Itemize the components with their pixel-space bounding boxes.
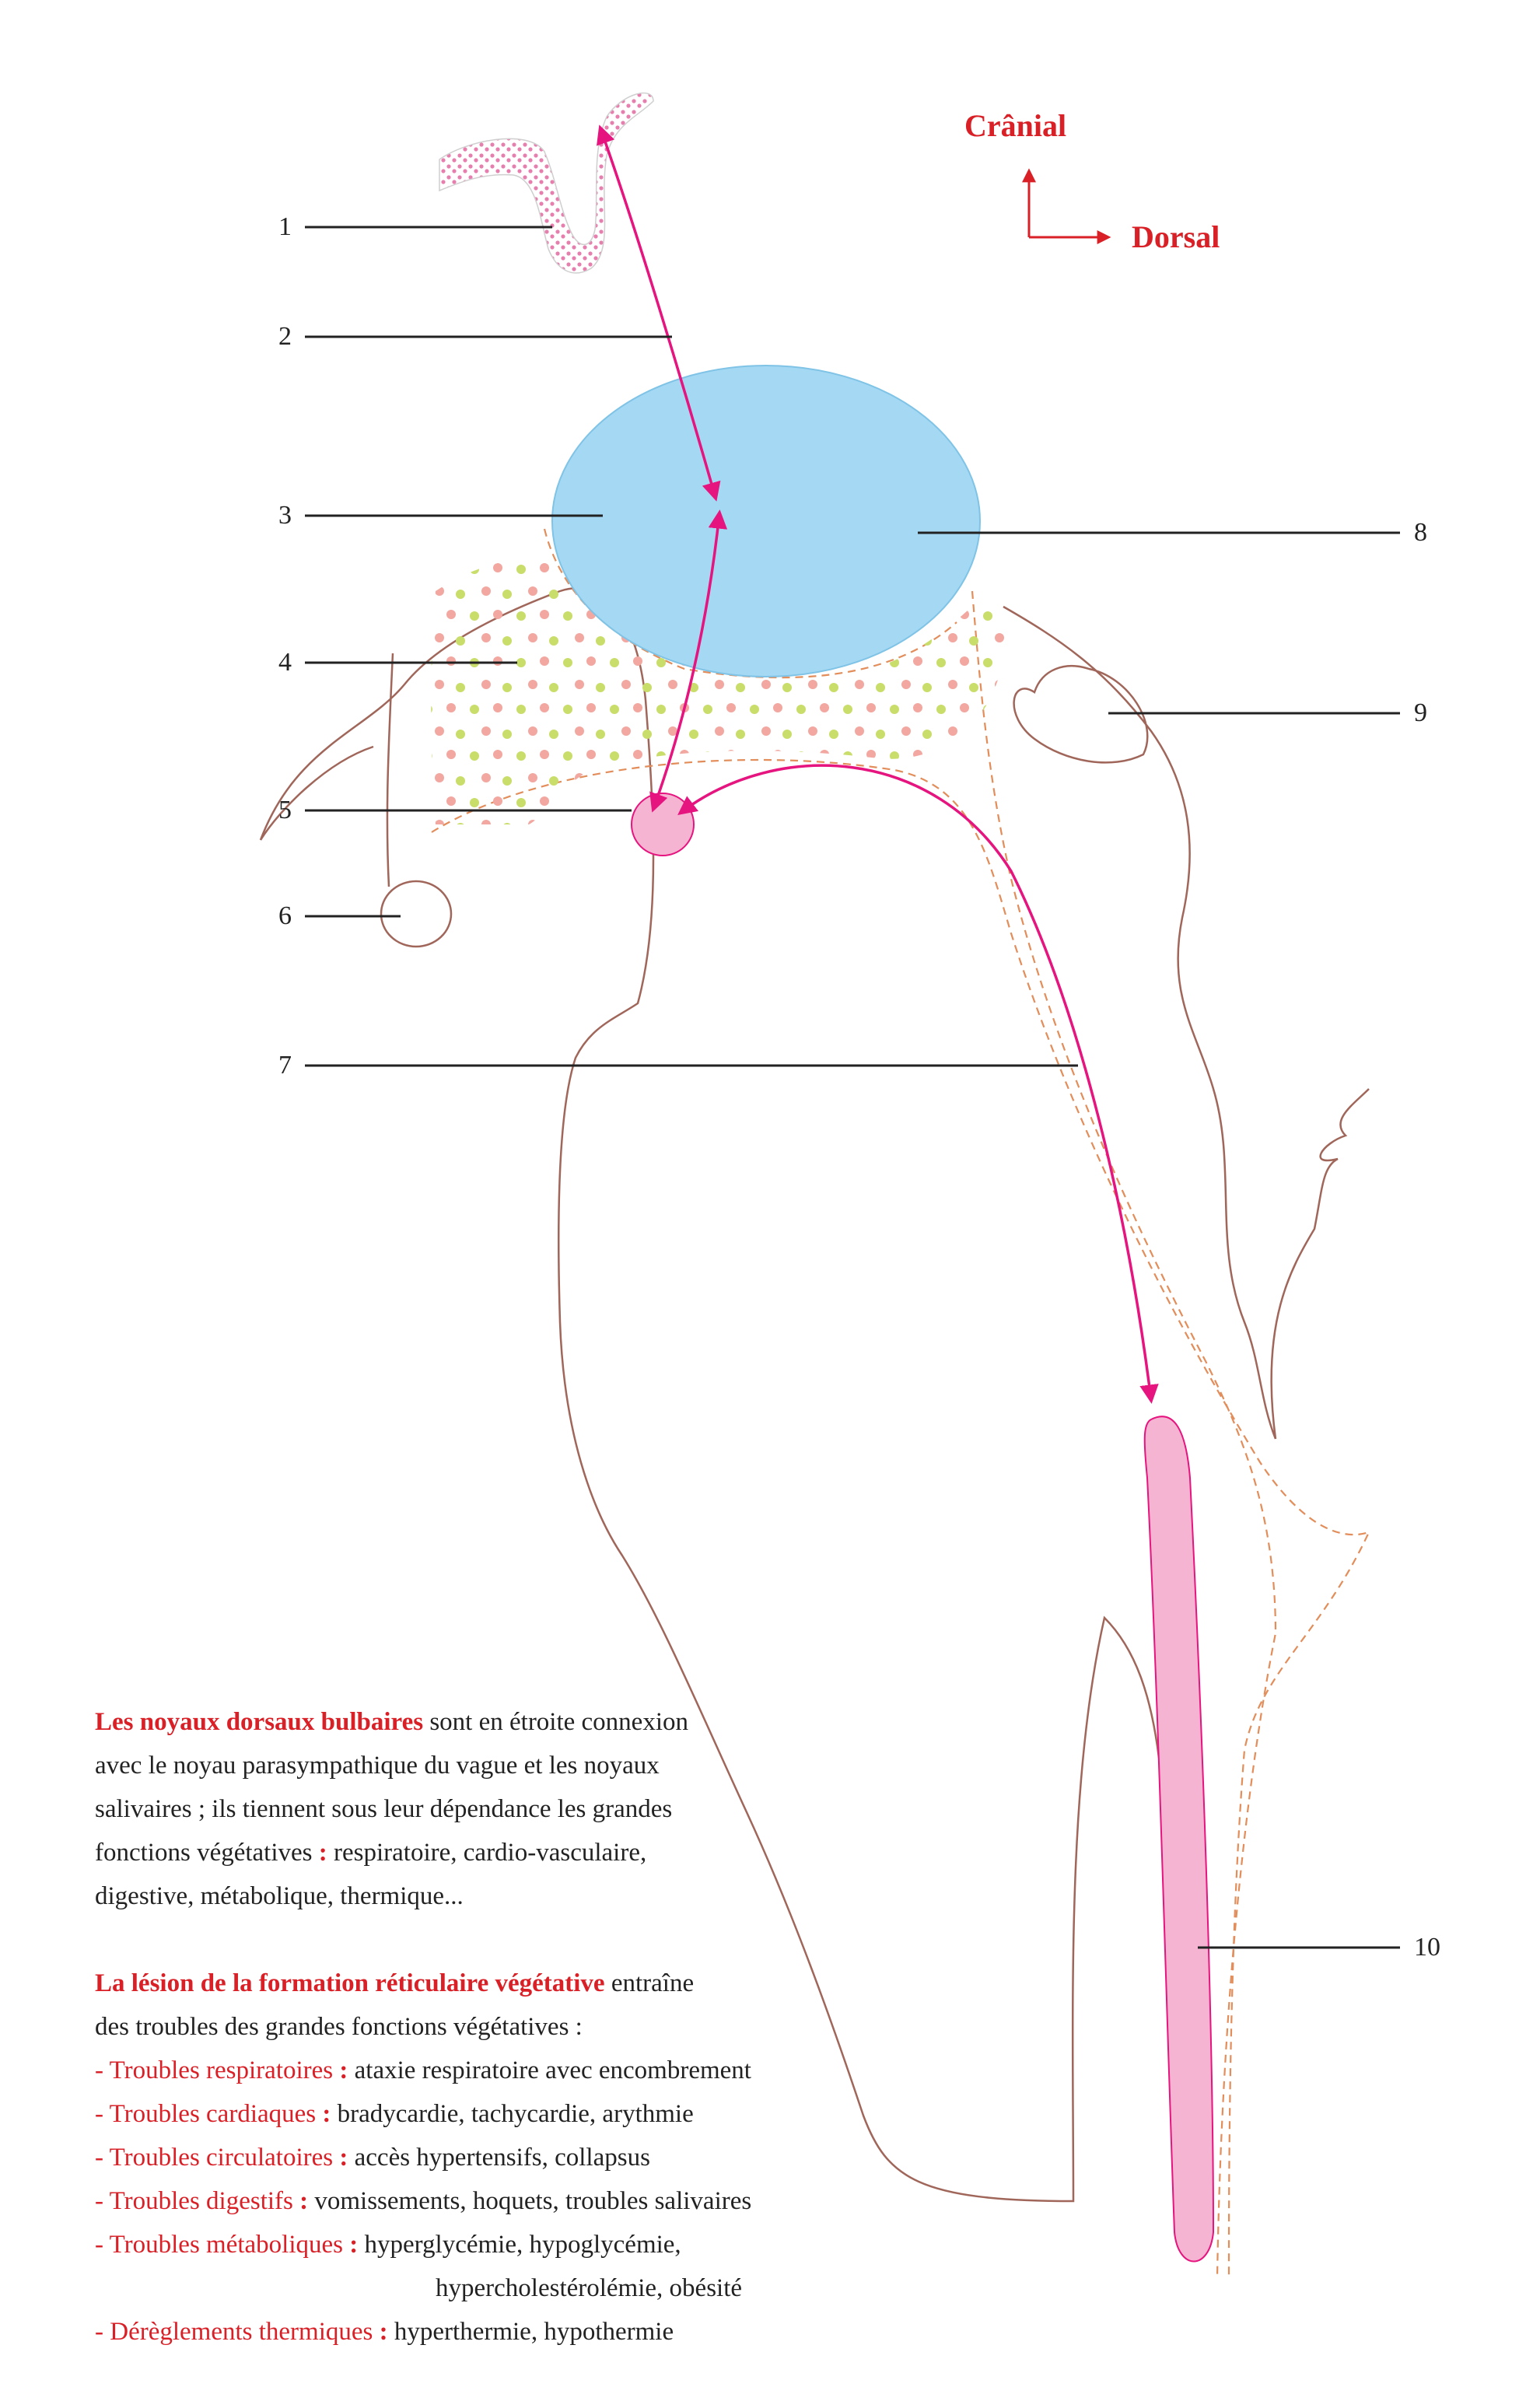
cranial-label: Crânial <box>964 108 1066 143</box>
trouble-item-continuation: hypercholestérolémie, obésité <box>436 2274 743 2302</box>
trouble-item: - Troubles cardiaques : bradycardie, tac… <box>95 2100 694 2128</box>
left-curve <box>259 745 374 841</box>
para2-bold: La lésion de la formation réticulaire vé… <box>95 1969 605 1997</box>
trouble-text: bradycardie, tachycardie, arythmie <box>337 2100 694 2128</box>
para1-bold: Les noyaux dorsaux bulbaires <box>95 1708 424 1736</box>
para1-line2: avec le noyau parasympathique du vague e… <box>95 1752 660 1780</box>
label-9: 9 <box>1414 698 1427 727</box>
trouble-label: - Troubles cardiaques <box>95 2100 317 2128</box>
leader-lines <box>305 226 1400 1949</box>
trouble-item: - Troubles métaboliques : hyperglycémie,… <box>95 2231 681 2259</box>
trouble-label: - Dérèglements thermiques <box>95 2318 373 2346</box>
cerebellum-fold <box>1013 665 1149 764</box>
trouble-item: - Troubles respiratoires : ataxie respir… <box>95 2056 751 2084</box>
label-5: 5 <box>278 796 292 824</box>
label-10: 10 <box>1414 1933 1440 1962</box>
trouble-item: - Dérèglements thermiques : hyperthermie… <box>95 2318 674 2346</box>
trouble-text: vomissements, hoquets, troubles salivair… <box>314 2187 752 2215</box>
description-paragraph-1: Les noyaux dorsaux bulbaires sont en étr… <box>95 1700 989 1918</box>
dorsal-label: Dorsal <box>1132 219 1220 254</box>
trouble-label: - Troubles digestifs <box>95 2187 293 2215</box>
para1-text1: sont en étroite connexion <box>429 1708 689 1736</box>
trouble-text: hyperthermie, hypothermie <box>394 2318 674 2346</box>
trouble-item: - Troubles digestifs : vomissements, hoq… <box>95 2187 752 2215</box>
para1-line3: salivaires ; ils tiennent sous leur dépe… <box>95 1795 673 1823</box>
small-nucleus-6 <box>380 880 453 948</box>
label-1: 1 <box>278 212 292 241</box>
posterior-outline <box>1003 605 1370 1440</box>
para1-text4a: fonctions végétatives <box>95 1839 313 1867</box>
brainstem-outline <box>259 586 1160 2203</box>
spinal-cord <box>1143 1416 1215 2263</box>
para1-text4b: respiratoire, cardio-vasculaire, <box>334 1839 647 1867</box>
label-7: 7 <box>278 1051 292 1080</box>
para1-line4: fonctions végétatives : respiratoire, ca… <box>95 1839 647 1867</box>
arrow-nucleus-spinal <box>677 764 1159 1404</box>
trouble-text: ataxie respiratoire avec encombrement <box>354 2056 751 2084</box>
description-paragraph-2: La lésion de la formation réticulaire vé… <box>95 1962 989 2354</box>
hypothalamus-region <box>551 365 981 677</box>
para2-line1: La lésion de la formation réticulaire vé… <box>95 1962 989 2005</box>
para2-text1: entraîne <box>611 1969 695 1997</box>
label-8: 8 <box>1414 518 1427 547</box>
cortex-fold <box>439 93 654 274</box>
label-2: 2 <box>278 322 292 351</box>
trouble-text: hyperglycémie, hypoglycémie, <box>364 2231 681 2259</box>
para2-line2: des troubles des grandes fonctions végét… <box>95 2013 583 2041</box>
dashed-contour-inner <box>971 590 1277 2280</box>
arrow-hypothalamus-nucleus <box>649 509 728 813</box>
trouble-item: - Troubles circulatoires : accès hyperte… <box>95 2144 650 2172</box>
label-3: 3 <box>278 501 292 530</box>
para1-line5: digestive, métabolique, thermique... <box>95 1882 464 1910</box>
trouble-label: - Troubles respiratoires <box>95 2056 334 2084</box>
trouble-text: accès hypertensifs, collapsus <box>354 2144 650 2172</box>
trouble-label: - Troubles circulatoires <box>95 2144 334 2172</box>
dorsal-nucleus-circle <box>631 793 695 856</box>
anterior-limb <box>386 653 394 887</box>
label-6: 6 <box>278 901 292 930</box>
dashed-contour-outer <box>431 758 1371 2280</box>
para1-line1: Les noyaux dorsaux bulbaires sont en étr… <box>95 1700 989 1744</box>
trouble-label: - Troubles métaboliques <box>95 2231 343 2259</box>
arrow-cortex-hypothalamus <box>597 124 721 502</box>
label-4: 4 <box>278 648 292 677</box>
